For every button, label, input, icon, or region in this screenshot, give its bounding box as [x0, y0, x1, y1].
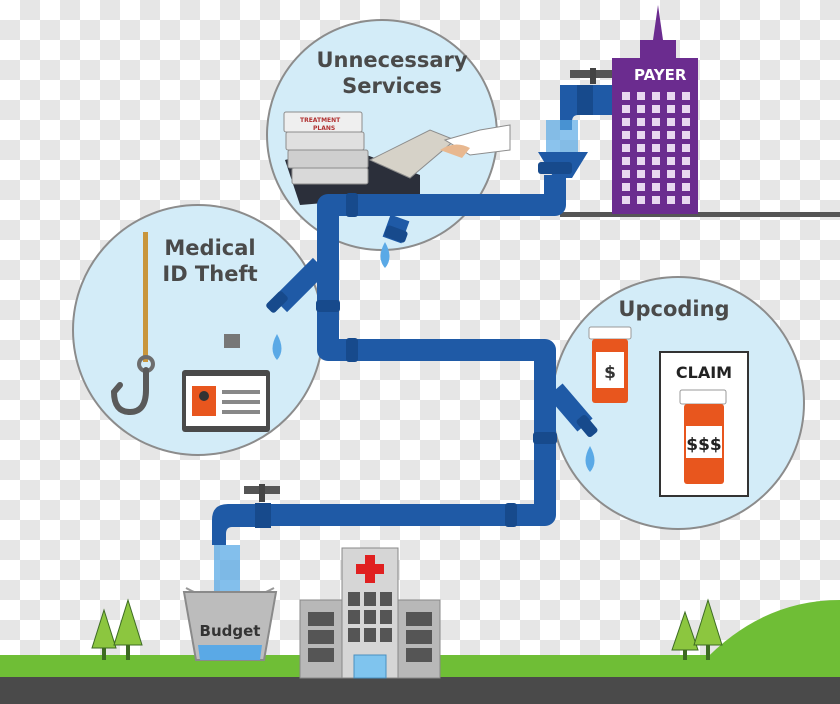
payer-faucet — [538, 68, 612, 178]
big-bottle-label: $$$ — [686, 435, 722, 455]
main-pipe — [240, 162, 598, 527]
hospital-wing-window — [308, 648, 334, 662]
hospital-wing-window — [308, 612, 334, 626]
unnecessary-services-title-2: Services — [342, 74, 442, 98]
hospital-wing-window — [308, 630, 334, 644]
payer-window — [682, 105, 690, 113]
small-bottle-label: $ — [604, 363, 616, 383]
payer-window — [622, 105, 630, 113]
payer-window — [652, 196, 660, 204]
payer-window — [667, 131, 675, 139]
payer-ledge — [560, 212, 840, 217]
payer-window — [637, 131, 645, 139]
treatment-label: TREATMENT — [300, 117, 341, 124]
payer-window — [682, 170, 690, 178]
payer-window — [652, 170, 660, 178]
treatment-plans-papers: TREATMENT PLANS — [283, 111, 511, 205]
payer-window — [637, 118, 645, 126]
payer-window — [667, 144, 675, 152]
payer-window — [667, 157, 675, 165]
payer-label: PAYER — [634, 66, 687, 84]
payer-window — [652, 183, 660, 191]
payer-window — [637, 157, 645, 165]
claim-card — [659, 351, 749, 497]
hospital-window — [348, 610, 360, 624]
trees-left — [91, 598, 143, 660]
payer-window — [652, 92, 660, 100]
payer-window — [682, 131, 690, 139]
payer-window — [637, 144, 645, 152]
payer-window — [652, 118, 660, 126]
hospital-window — [380, 592, 392, 606]
pill-bottle-small-icon — [588, 326, 632, 403]
hospital-window — [364, 628, 376, 642]
upcoding-title: Upcoding — [618, 297, 729, 321]
hospital-wing-window — [406, 612, 432, 626]
payer-window — [667, 170, 675, 178]
payer-window — [622, 118, 630, 126]
payer-building-icon — [612, 5, 698, 214]
payer-window — [622, 183, 630, 191]
fishing-hook-icon — [110, 232, 155, 416]
id-badge-icon — [182, 334, 270, 432]
budget-label: Budget — [200, 622, 261, 640]
payer-window — [667, 118, 675, 126]
payer-window — [637, 170, 645, 178]
payer-window — [652, 144, 660, 152]
payer-window — [682, 196, 690, 204]
payer-window — [667, 105, 675, 113]
payer-window — [682, 118, 690, 126]
payer-window — [682, 144, 690, 152]
medical-id-theft-title-2: ID Theft — [162, 262, 257, 286]
trees-right — [671, 598, 723, 660]
payer-window — [652, 157, 660, 165]
hospital-wing-window — [406, 630, 432, 644]
payer-window — [637, 92, 645, 100]
hospital-window — [364, 610, 376, 624]
plans-label: PLANS — [313, 125, 335, 132]
hospital-window — [380, 628, 392, 642]
payer-window — [652, 105, 660, 113]
hospital-window — [348, 628, 360, 642]
payer-window — [622, 196, 630, 204]
water-drop-icons — [272, 242, 595, 472]
payer-window — [622, 92, 630, 100]
payer-window — [667, 196, 675, 204]
hospital-window — [348, 592, 360, 606]
payer-window — [622, 170, 630, 178]
medical-id-theft-title-1: Medical — [164, 236, 255, 260]
payer-window — [682, 157, 690, 165]
payer-window — [622, 157, 630, 165]
hospital-window — [380, 610, 392, 624]
payer-window — [667, 183, 675, 191]
bucket-icon — [182, 587, 278, 661]
payer-window — [682, 183, 690, 191]
payer-window — [637, 196, 645, 204]
payer-window — [637, 183, 645, 191]
payer-window — [652, 131, 660, 139]
budget-faucet — [212, 484, 280, 605]
claim-label: CLAIM — [676, 363, 732, 382]
payer-window — [637, 105, 645, 113]
payer-window — [682, 92, 690, 100]
payer-window — [622, 131, 630, 139]
hospital-icon — [299, 547, 441, 679]
payer-window — [667, 92, 675, 100]
unnecessary-services-title-1: Unnecessary — [316, 48, 467, 72]
hospital-wing-window — [406, 648, 432, 662]
payer-window — [622, 144, 630, 152]
hospital-window — [364, 592, 376, 606]
